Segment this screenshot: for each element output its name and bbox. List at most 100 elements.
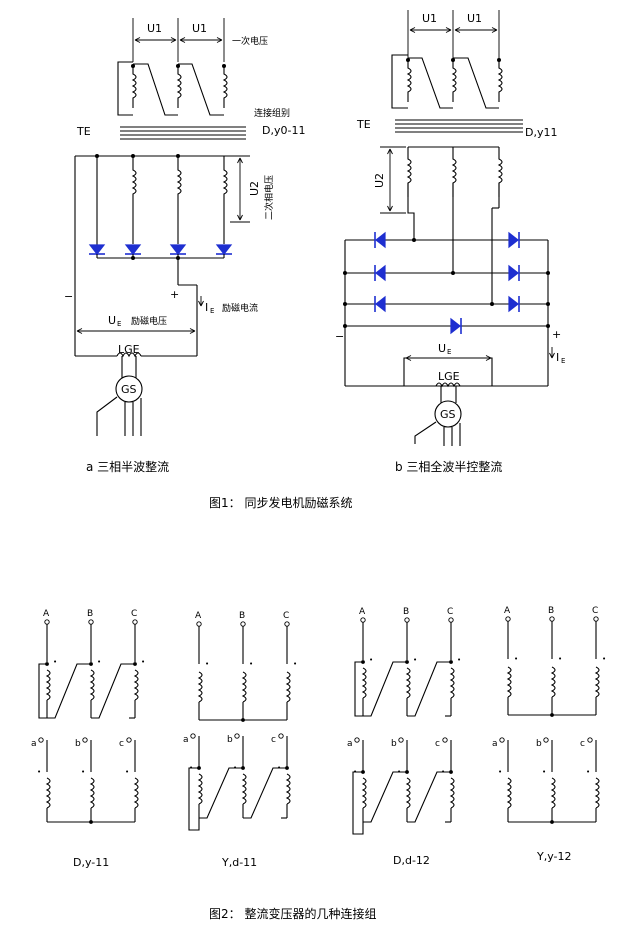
fig2-terminal-a: A xyxy=(359,607,366,617)
fig1b-gs-label: GS xyxy=(440,408,456,421)
svg-text:•: • xyxy=(369,656,373,664)
fig2-terminal-a: a xyxy=(183,735,189,745)
fig1b-group-label: D,y11 xyxy=(525,126,557,139)
fig2-terminal-c: c xyxy=(580,739,585,749)
fig2-terminal-b: b xyxy=(536,739,542,749)
svg-text:•: • xyxy=(602,655,606,663)
fig2-label-3: D,d-12 xyxy=(393,854,430,867)
svg-text:•: • xyxy=(293,660,297,668)
fig2-terminal-c: C xyxy=(592,606,598,616)
fig1a-primary-voltage-label: 一次电压 xyxy=(232,35,268,47)
svg-text:•: • xyxy=(498,768,502,776)
fig1a-excitation-voltage-label: 励磁电压 xyxy=(131,315,167,327)
svg-text:•: • xyxy=(586,768,590,776)
fig1a-plus-label: + xyxy=(170,288,179,301)
fig2-variant-4: A • B • C • a • b • c • Y,y-12 xyxy=(492,606,606,863)
fig1b-secondary-windings: U2 xyxy=(373,146,503,304)
fig1a-rectifier-diodes xyxy=(74,244,233,356)
fig2-terminal-b: b xyxy=(227,735,233,745)
fig2-terminal-c: c xyxy=(119,739,124,749)
fig2-terminal-a: A xyxy=(504,606,511,616)
fig1a-ie-subscript: E xyxy=(210,307,214,315)
fig1a-connection-group-label: 连接组别 xyxy=(254,107,290,119)
svg-text:•: • xyxy=(514,655,518,663)
fig1b-circuit: U1 U1 TE D,y11 xyxy=(335,10,565,474)
svg-text:•: • xyxy=(97,658,101,666)
fig2-terminal-a: a xyxy=(347,739,353,749)
fig1b-caption: b 三相全波半控整流 xyxy=(395,459,502,474)
fig2-title: 图2： 整流变压器的几种连接组 xyxy=(209,906,376,921)
fig1b-bridge xyxy=(343,231,550,386)
fig1b-u1-label-2: U1 xyxy=(467,12,482,25)
svg-text:•: • xyxy=(249,660,253,668)
fig2-terminal-a: a xyxy=(31,739,37,749)
svg-text:•: • xyxy=(37,768,41,776)
svg-text:•: • xyxy=(205,660,209,668)
fig1b-u2-label: U2 xyxy=(373,173,386,188)
fig1b-ie-subscript: E xyxy=(561,357,565,365)
fig2-terminal-b: B xyxy=(548,606,554,616)
svg-text:•: • xyxy=(413,656,417,664)
fig1a-te-label: TE xyxy=(76,125,91,138)
fig1b-ie-label: I xyxy=(556,351,559,364)
svg-text:•: • xyxy=(141,658,145,666)
fig1a-output: − + I E 励磁电流 U E 励磁电压 LGE GS xyxy=(64,288,258,436)
fig1a-secondary-windings: U2 二次相电压 xyxy=(74,154,275,285)
fig2-terminal-b: B xyxy=(87,609,93,619)
fig1a-excitation-current-label: 励磁电流 xyxy=(222,302,258,314)
fig1a-u1-label-1: U1 xyxy=(147,22,162,35)
fig1a-ie-label: I xyxy=(205,301,208,314)
fig1b-te-label: TE xyxy=(356,118,371,131)
fig2-terminal-c: C xyxy=(131,609,137,619)
fig1b-lge-label: LGE xyxy=(438,370,460,383)
fig1b-u1-label-1: U1 xyxy=(422,12,437,25)
fig1a-ue-label: U xyxy=(108,314,116,327)
fig1b-primary-windings xyxy=(391,54,503,109)
fig1a-u2-label: U2 xyxy=(248,181,261,196)
fig2-terminal-b: B xyxy=(239,611,245,621)
fig1a-ue-subscript: E xyxy=(117,320,121,328)
fig1a-caption: a 三相半波整流 xyxy=(86,459,169,474)
svg-text:•: • xyxy=(542,768,546,776)
fig2-connection-groups: A • B • C • a • b • c • D,y-11 A • B • C • a • b • c • Y,d-11 A • B •… xyxy=(31,606,606,869)
fig2-label-4: Y,y-12 xyxy=(536,850,572,863)
fig1a-circuit: U1 U1 一次电压 TE 连接组别 D,y0-11 xyxy=(64,18,305,474)
fig1b-minus-label: − xyxy=(335,330,344,343)
fig1a-minus-label: − xyxy=(64,290,73,303)
fig1a-group-label: D,y0-11 xyxy=(262,124,305,137)
fig2-terminal-b: b xyxy=(75,739,81,749)
fig2-variant-3: A•B•C•a•b•c•D,d-12 xyxy=(347,607,461,867)
svg-text:•: • xyxy=(457,656,461,664)
svg-text:•: • xyxy=(125,768,129,776)
fig1a-u1-label-2: U1 xyxy=(192,22,207,35)
fig1b-output: − + U E I E LGE GS xyxy=(335,328,565,446)
fig1a-secondary-phase-voltage-label: 二次相电压 xyxy=(263,175,275,220)
fig1b-ue-subscript: E xyxy=(447,348,451,356)
fig1-title: 图1： 同步发电机励磁系统 xyxy=(209,495,352,510)
fig2-terminal-a: A xyxy=(195,611,202,621)
fig2-terminal-c: C xyxy=(283,611,289,621)
fig1b-plus-label: + xyxy=(552,328,561,341)
fig1b-ue-label: U xyxy=(438,342,446,355)
fig2-terminal-a: a xyxy=(492,739,498,749)
fig2-terminal-b: b xyxy=(391,739,397,749)
svg-text:•: • xyxy=(558,655,562,663)
fig1b-u1-dimension: U1 U1 xyxy=(407,10,500,58)
svg-text:•: • xyxy=(81,768,85,776)
fig1a-gs-label: GS xyxy=(121,383,137,396)
fig1a-u1-dimension: U1 U1 一次电压 xyxy=(132,18,268,62)
fig2-variant-2: A•B•C•a•b•c•Y,d-11 xyxy=(183,611,297,869)
fig2-label-2: Y,d-11 xyxy=(221,856,257,869)
fig2-terminal-b: B xyxy=(403,607,409,617)
fig1b-transformer-core: TE D,y11 xyxy=(356,118,557,139)
fig2-label-1: D,y-11 xyxy=(73,856,109,869)
fig2-terminal-a: A xyxy=(43,609,50,619)
fig2-terminal-c: c xyxy=(271,735,276,745)
fig2-terminal-c: c xyxy=(435,739,440,749)
fig2-variant-1: A•B•C•a•b•c•D,y-11 xyxy=(31,609,145,869)
fig1a-lge-label: LGE xyxy=(118,343,140,356)
fig2-terminal-c: C xyxy=(447,607,453,617)
fig1a-transformer-core: TE 连接组别 D,y0-11 xyxy=(76,107,305,140)
